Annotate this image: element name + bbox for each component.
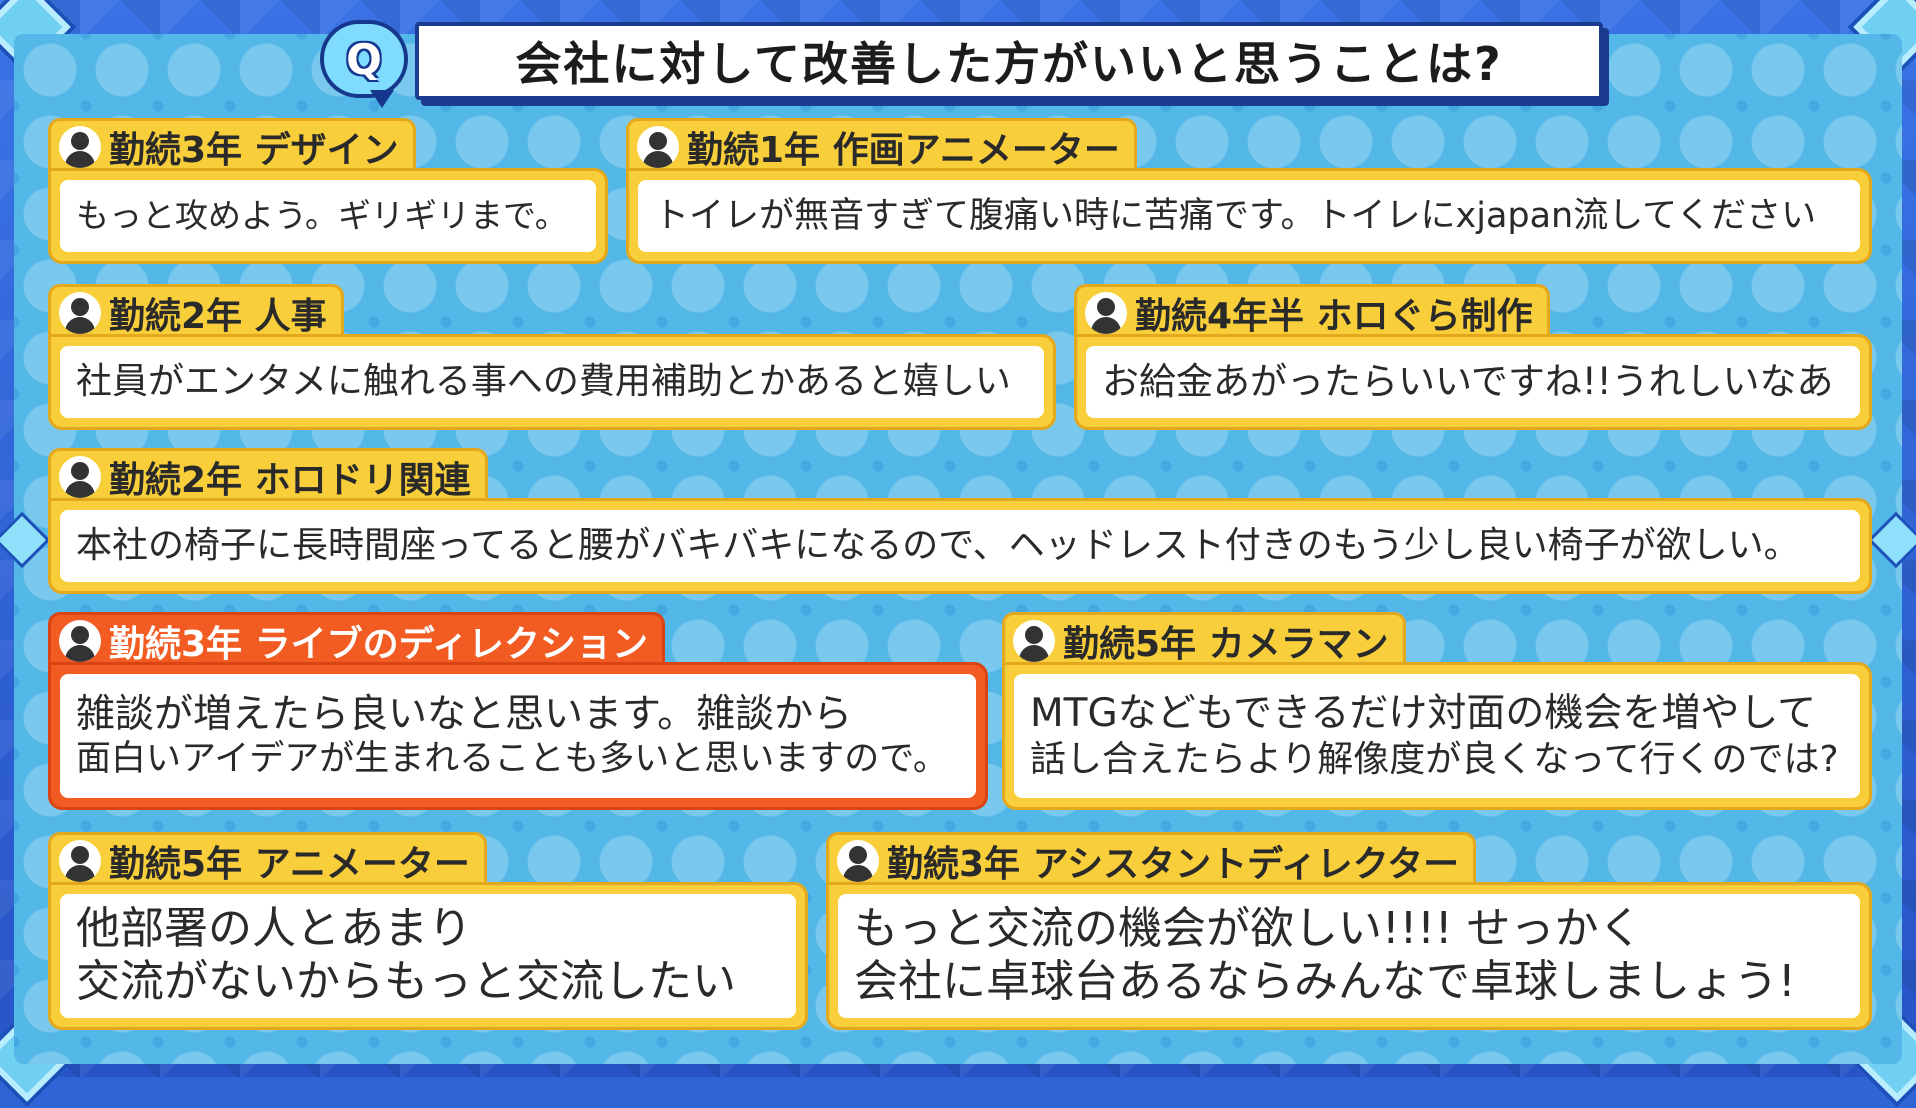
- person-icon: [59, 840, 101, 882]
- answer-card-header: 勤続3年 アシスタントディレクター: [826, 832, 1477, 887]
- answer-card: 勤続3年 デザイン もっと攻めよう。ギリギリまで。: [48, 118, 608, 264]
- answer-card-header: 勤続2年 ホロドリ関連: [48, 448, 488, 503]
- answer-card: 勤続1年 作画アニメーター トイレが無音すぎて腹痛い時に苦痛です。トイレにxja…: [626, 118, 1872, 264]
- question-title: 会社に対して改善した方がいいと思うことは?: [515, 37, 1503, 91]
- answer-card: 勤続2年 人事 社員がエンタメに触れる事への費用補助とかあると嬉しい: [48, 284, 1056, 430]
- person-icon: [837, 840, 879, 882]
- answer-card-header: 勤続1年 作画アニメーター: [626, 118, 1137, 173]
- answer-card: 勤続3年 アシスタントディレクター もっと交流の機会が欲しい!!!! せっかく …: [826, 832, 1872, 1030]
- answer-card-body: 本社の椅子に長時間座ってると腰がバキバキになるので、ヘッドレスト付きのもう少し良…: [48, 498, 1872, 594]
- answer-card-header-text: 勤続3年 アシスタントディレクター: [887, 844, 1460, 885]
- answer-card-header: 勤続5年 アニメーター: [48, 832, 487, 887]
- answer-card-header-text: 勤続5年 カメラマン: [1063, 624, 1389, 665]
- person-icon: [59, 620, 101, 662]
- answer-card-header: 勤続5年 カメラマン: [1002, 612, 1406, 667]
- answer-text-line: MTGなどもできるだけ対面の機会を増やして: [1030, 691, 1817, 736]
- question-badge-letter: Q: [346, 34, 382, 84]
- answer-card-body: 社員がエンタメに触れる事への費用補助とかあると嬉しい: [48, 334, 1056, 430]
- answer-card-body: お給金あがったらいいですね!!うれしいなあ: [1074, 334, 1872, 430]
- person-icon: [59, 126, 101, 168]
- answer-text-line: もっと交流の機会が欲しい!!!! せっかく: [854, 903, 1643, 955]
- answer-card-body: 他部署の人とあまり 交流がないからもっと交流したい: [48, 882, 808, 1030]
- answer-card-body: もっと交流の機会が欲しい!!!! せっかく 会社に卓球台あるならみんなで卓球しま…: [826, 882, 1872, 1030]
- answer-card-header-text: 勤続1年 作画アニメーター: [687, 130, 1120, 171]
- answer-card-body: トイレが無音すぎて腹痛い時に苦痛です。トイレにxjapan流してください: [626, 168, 1872, 264]
- answer-card-header: 勤続3年 デザイン: [48, 118, 416, 173]
- answer-card-body: もっと攻めよう。ギリギリまで。: [48, 168, 608, 264]
- answer-card-header-text: 勤続3年 ライブのディレクション: [109, 624, 649, 665]
- answer-card-header-text: 勤続2年 ホロドリ関連: [109, 460, 471, 501]
- answer-text-line: 他部署の人とあまり: [76, 903, 472, 955]
- answer-card: 勤続4年半 ホロぐら制作 お給金あがったらいいですね!!うれしいなあ: [1074, 284, 1872, 430]
- answer-text-line: もっと攻めよう。ギリギリまで。: [76, 196, 568, 236]
- person-icon: [59, 456, 101, 498]
- answer-text-line: 雑談が増えたら良いなと思います。雑談から: [76, 691, 853, 737]
- answer-text-line: トイレが無音すぎて腹痛い時に苦痛です。トイレにxjapan流してください: [654, 196, 1817, 236]
- person-icon: [1013, 620, 1055, 662]
- person-icon: [1085, 292, 1127, 334]
- answer-card: 勤続2年 ホロドリ関連 本社の椅子に長時間座ってると腰がバキバキになるので、ヘッ…: [48, 448, 1872, 594]
- answer-text-line: 会社に卓球台あるならみんなで卓球しましょう!: [854, 956, 1796, 1007]
- answer-card-highlighted: 勤続3年 ライブのディレクション 雑談が増えたら良いなと思います。雑談から 面白…: [48, 612, 988, 810]
- answer-text-line: 話し合えたらより解像度が良くなって行くのでは?: [1030, 738, 1839, 780]
- question-title-box: 会社に対して改善した方がいいと思うことは?: [415, 22, 1603, 100]
- answer-card-header: 勤続2年 人事: [48, 284, 344, 339]
- question-badge-icon: Q: [320, 20, 408, 108]
- answer-card-header-text: 勤続4年半 ホロぐら制作: [1135, 296, 1533, 337]
- answer-card-header-text: 勤続2年 人事: [109, 296, 327, 337]
- answer-text-line: 面白いアイデアが生まれることも多いと思いますので。: [76, 739, 948, 780]
- answer-card-header: 勤続3年 ライブのディレクション: [48, 612, 666, 667]
- answer-text-line: 交流がないからもっと交流したい: [76, 956, 736, 1007]
- person-icon: [59, 292, 101, 334]
- answer-text-line: お給金あがったらいいですね!!うれしいなあ: [1102, 359, 1834, 403]
- answer-card-header-text: 勤続5年 アニメーター: [109, 844, 470, 885]
- answer-card: 勤続5年 アニメーター 他部署の人とあまり 交流がないからもっと交流したい: [48, 832, 808, 1030]
- person-icon: [637, 126, 679, 168]
- answer-card-header-text: 勤続3年 デザイン: [109, 130, 399, 171]
- answer-card-body: MTGなどもできるだけ対面の機会を増やして 話し合えたらより解像度が良くなって行…: [1002, 662, 1872, 810]
- answer-card-body: 雑談が増えたら良いなと思います。雑談から 面白いアイデアが生まれることも多いと思…: [48, 662, 988, 810]
- answer-card: 勤続5年 カメラマン MTGなどもできるだけ対面の機会を増やして 話し合えたらよ…: [1002, 612, 1872, 810]
- answer-text-line: 本社の椅子に長時間座ってると腰がバキバキになるので、ヘッドレスト付きのもう少し良…: [76, 525, 1800, 567]
- answer-text-line: 社員がエンタメに触れる事への費用補助とかあると嬉しい: [76, 361, 1011, 403]
- answer-card-header: 勤続4年半 ホロぐら制作: [1074, 284, 1550, 339]
